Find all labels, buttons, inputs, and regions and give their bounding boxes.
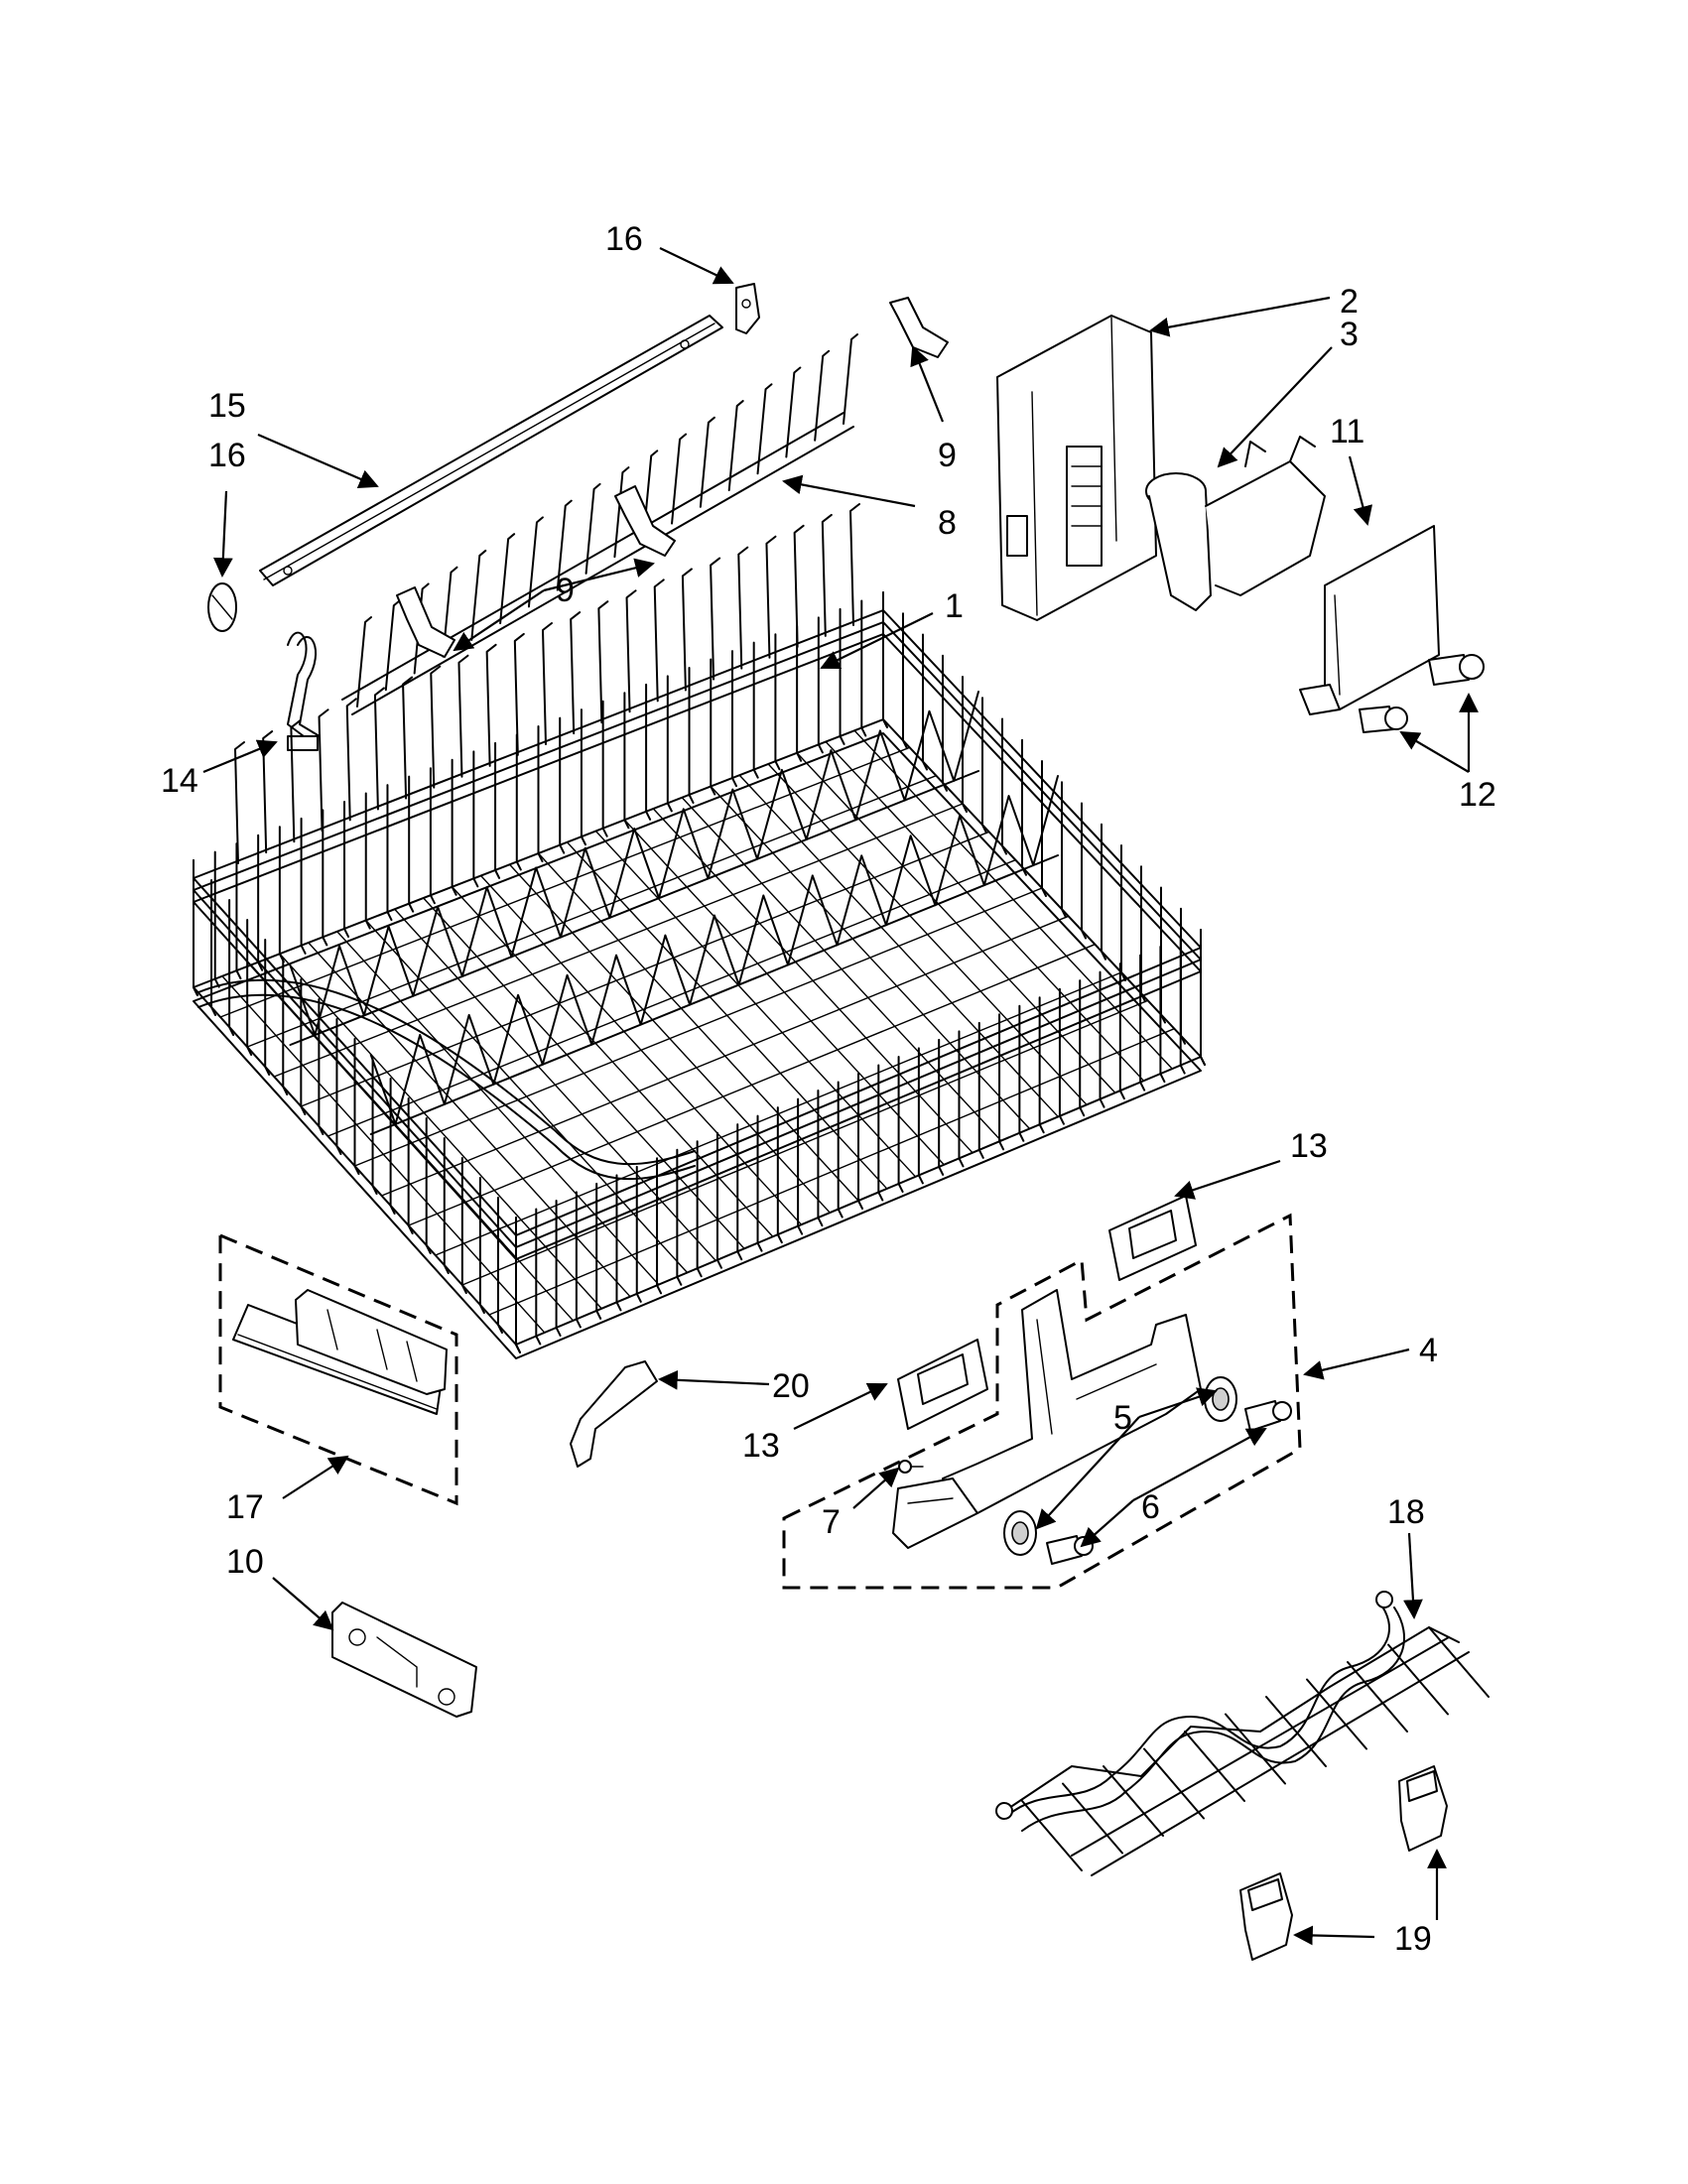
callout-11: 11	[1330, 413, 1364, 450]
tine-clip-part-b	[614, 485, 676, 557]
connector-part-b	[1239, 1872, 1293, 1961]
callout-15: 15	[208, 387, 246, 425]
handle-group-outline	[218, 1232, 458, 1506]
housing-part	[996, 315, 1157, 621]
wire-clip-part	[287, 631, 321, 751]
callout-9-mid: 9	[556, 572, 575, 609]
glide-part-a	[897, 1339, 988, 1430]
callout-5: 5	[1113, 1399, 1132, 1437]
callout-9-top: 9	[938, 437, 957, 474]
wheel-part-b	[1003, 1510, 1037, 1556]
screw-part-a	[1428, 654, 1485, 686]
callout-2: 2	[1340, 283, 1359, 321]
axle-part-b	[1046, 1535, 1094, 1565]
small-screw-part	[898, 1460, 924, 1474]
callout-20: 20	[772, 1367, 810, 1405]
handle-assembly-part	[232, 1289, 448, 1415]
callout-12: 12	[1459, 776, 1496, 814]
axle-part-a	[1244, 1400, 1292, 1432]
screw-part-b	[1359, 706, 1408, 733]
callout-16-top: 16	[605, 220, 643, 258]
tine-clip-part-c	[396, 586, 455, 658]
tine-row-part	[341, 333, 858, 715]
callout-3: 3	[1340, 316, 1359, 353]
callout-1: 1	[945, 587, 964, 625]
connector-part-a	[1398, 1765, 1448, 1852]
adjuster-group-outline	[782, 1213, 1302, 1590]
callout-7: 7	[822, 1503, 841, 1541]
callout-6: 6	[1141, 1488, 1160, 1526]
tine-clip-part-a	[889, 297, 949, 358]
callout-19: 19	[1394, 1920, 1432, 1958]
callout-4: 4	[1419, 1332, 1438, 1369]
rack-rail-part	[259, 315, 723, 586]
callout-14: 14	[161, 762, 198, 800]
callout-18: 18	[1387, 1493, 1425, 1531]
callout-10: 10	[226, 1543, 264, 1581]
diverter-part	[1145, 436, 1326, 611]
latch-part	[331, 1602, 477, 1718]
bracket-clip-part	[570, 1360, 658, 1468]
callout-16-left: 16	[208, 437, 246, 474]
end-cap-part-top	[735, 283, 760, 334]
callout-13-bottom: 13	[742, 1427, 780, 1465]
wheel-part-a	[1204, 1376, 1237, 1422]
dishrack-part	[193, 503, 1206, 1359]
glide-part-b	[1108, 1195, 1197, 1281]
leader-lines	[202, 247, 1479, 1946]
adjuster-arm-part	[892, 1289, 1202, 1549]
callout-13-top: 13	[1290, 1127, 1328, 1165]
cover-part	[1299, 525, 1440, 715]
callout-17: 17	[226, 1488, 264, 1526]
wire-element-part	[995, 1591, 1490, 1876]
callout-8: 8	[938, 504, 957, 542]
end-cap-part-left	[207, 582, 237, 632]
